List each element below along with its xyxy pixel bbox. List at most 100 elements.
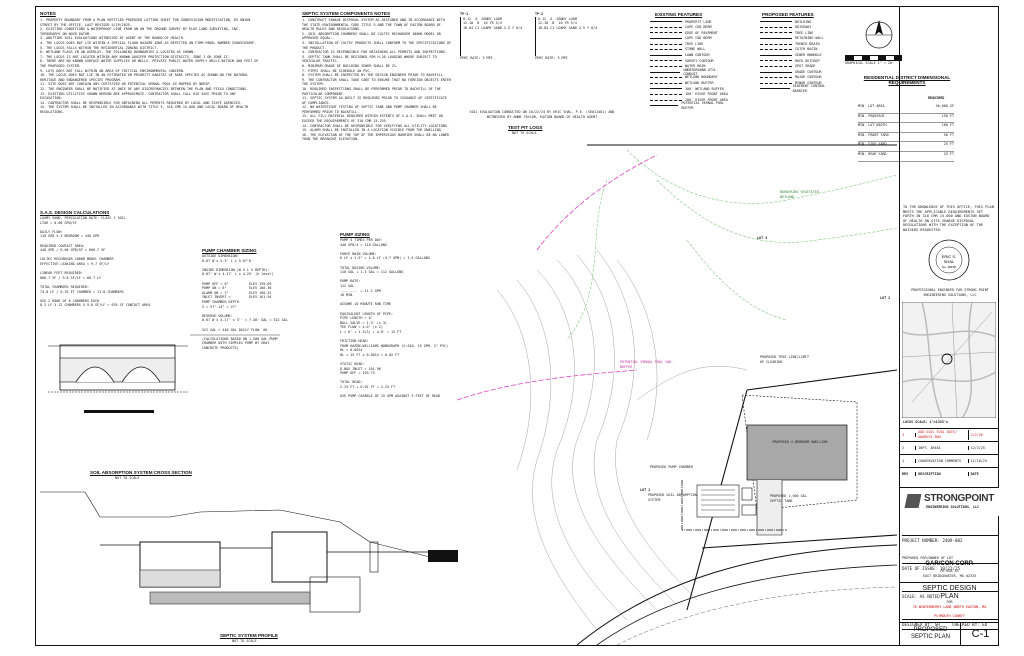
legend-item: MAJOR CONTOUR: [760, 75, 838, 81]
residential-table-header: REQUIRED: [928, 96, 945, 100]
legend-swatch: [650, 26, 682, 28]
septic-notes: 1. CONSTRUCT SEWAGE DISPOSAL SYSTEM AS D…: [302, 18, 452, 142]
revision-cell: 1: [900, 458, 917, 464]
map-label-lot3: LOT 3: [757, 236, 768, 240]
svg-text:No. 48108: No. 48108: [942, 265, 956, 269]
sheet-location-2: PLYMOUTH COUNTY: [934, 614, 965, 618]
test-pit-name: TP-1: [460, 12, 469, 16]
legend-label: WATER MAIN: [685, 64, 706, 69]
revision-cell: 3: [900, 432, 917, 438]
test-pit-row: 18-84 C1 LOAMY SAND 2.5 Y 6/4: [535, 25, 625, 56]
legend-existing-title: EXISTING FEATURES: [655, 12, 703, 17]
legend-swatch: [650, 94, 682, 96]
test-pit-tp2: TP-2 0-12 A SANDY LOAM 12-18 B 10 YR 5/4…: [535, 12, 625, 60]
map-label-dwelling: PROPOSED 4 BEDROOM DWELLING: [772, 440, 828, 444]
graphic-scale-label: GRAPHICAL SCALE 1" = 20': [845, 61, 894, 65]
pe-seal: ERIC S. SHAL No. 48108: [928, 239, 970, 281]
legend-swatch: [650, 60, 682, 62]
legend-swatch: [760, 60, 792, 62]
test-pit-perc: PERC RATE: 3 MPI: [460, 55, 493, 60]
map-label-wetland: BORDERING VEGETATED WETLAND: [780, 190, 821, 199]
test-pit-name: TP-2: [535, 12, 544, 16]
map-label-vernal: POTENTIAL VERNAL POOL 100' BUFFER: [620, 360, 676, 369]
legend-swatch: [760, 38, 792, 40]
legend-item: BUILDING: [760, 19, 838, 25]
legend-label: LAWN CONTOUR: [685, 53, 710, 58]
certification-text: TO THE KNOWLEDGE OF THIS OFFICE, THIS PL…: [903, 205, 997, 232]
map-label-clearing: PROPOSED TREE LINE/LIMIT OF CLEARING: [760, 355, 812, 364]
client-address2: EAST BRIDGEWATER, MA 02333: [922, 574, 977, 578]
project-number: PROJECT NUMBER: 2409-002: [902, 535, 998, 545]
legend-swatch: [760, 66, 792, 68]
legend-item: POTENTIAL VERNAL POOL BUFFER: [650, 101, 732, 110]
map-label-sas: PROPOSED SOIL ABSORPTION SYSTEM: [648, 493, 697, 502]
legend-item: SURVEY CONTOUR: [650, 58, 732, 64]
legend-item: TREE LINE: [760, 30, 838, 36]
designed-by: DESIGNED BY: SH: [902, 622, 940, 627]
legend-item: SEDIMENT CONTROL BARRIER: [760, 84, 838, 93]
residential-value: 25 FT: [943, 151, 954, 156]
date-of-issue: DATE OF ISSUE: 10/22/25: [902, 563, 998, 573]
legend-item: CAPE COD BERM: [650, 25, 732, 31]
svg-text:SHAL: SHAL: [944, 259, 955, 264]
revision-cell: CONSERVATION COMMENTS: [916, 458, 969, 464]
legend-swatch: [650, 38, 682, 40]
project-info: PROJECT NUMBER: 2409-002 DATE OF ISSUE: …: [902, 517, 998, 639]
test-pit-row: 0-12 A SANDY LOAM: [460, 16, 550, 22]
revision-cell: ADD SOIL EVAL DATE/ ADDRESS BOH: [916, 430, 969, 440]
sheet-title-1: SEPTIC DESIGN: [922, 585, 977, 592]
legend-swatch: [760, 21, 792, 23]
graphic-scale-bar: [845, 55, 902, 61]
legend-proposed-title: PROPOSED FEATURES: [762, 12, 814, 17]
test-pit-scale: NOT TO SCALE: [512, 131, 537, 135]
legend-item: GRADE CONTOUR: [760, 69, 838, 75]
test-pit-row: 12-18 B 10 YR 5/4: [535, 21, 625, 26]
residential-value: 25 FT: [943, 142, 954, 147]
legend-label: MAJOR CONTOUR: [795, 75, 822, 80]
legend-label: SURVEY CONTOUR: [685, 58, 714, 63]
cross-section-title: SOIL ABSORPTION SYSTEM CROSS SECTION: [90, 470, 192, 475]
legend-item: 100' RIVER FRONT AREA: [650, 92, 732, 98]
legend-swatch: [760, 82, 792, 84]
legend-swatch: [650, 66, 682, 68]
legend-swatch: [760, 77, 792, 79]
legend-label: EDGE OF PAVEMENT: [685, 30, 718, 35]
revision-cell: 2/2/26: [970, 432, 983, 437]
legend-label: WETLAND BUFFER: [685, 81, 714, 86]
revision-cell: 2: [900, 445, 917, 451]
septic-notes-title: SEPTIC SYSTEM COMPONENTS NOTES: [302, 11, 391, 16]
locus-label: LOCUS SCALE: 1"=1333'±: [903, 420, 948, 424]
legend-swatch: [760, 43, 792, 45]
legend-item: EDGE OF PAVEMENT: [650, 30, 732, 36]
sas-calc-title: S.A.S. DESIGN CALCULATIONS: [40, 210, 110, 215]
test-pit-title: TEST PIT LOGS: [508, 125, 543, 130]
residential-value: 150 FT: [941, 113, 954, 118]
profile-title: SEPTIC SYSTEM PROFILE: [220, 633, 278, 638]
septic-profile-drawing: [40, 491, 458, 613]
sheet-footer: PROPOSED SEPTIC PLAN C-1: [900, 622, 999, 647]
legend-label: ROCK OUTCROP: [795, 58, 820, 63]
sas-calc-text: LOAMY SAND, PERCOLATION RATE: CLASS I SO…: [40, 216, 151, 308]
legend-swatch: [760, 32, 792, 34]
test-pit-perc: PERC RATE: 3 MPI: [535, 55, 568, 60]
legend-label: WETLAND BOUNDARY: [685, 75, 718, 80]
legend-label: DRIVEWAY: [795, 25, 812, 30]
legend-label: 200' RIVER FRONT AREA: [685, 97, 728, 102]
residential-label: MIN. REAR YARD: [858, 151, 887, 156]
drawing-border: [35, 6, 999, 646]
legend-item: 200' RIVER FRONT AREA: [650, 97, 732, 103]
company-sub: ENGINEERING SOLUTIONS, LLC: [926, 505, 980, 509]
client-name: GAR/CON CORP.: [925, 561, 974, 567]
legend-label: TREE LINE: [795, 30, 814, 35]
legend-item: MINOR CONTOUR: [760, 81, 838, 87]
test-pit-row: 12-18 B 10 YR 5/4: [460, 21, 550, 26]
residential-value: 100 FT: [941, 123, 954, 128]
legend-item: SEWER MANHOLE: [760, 53, 838, 59]
legend-swatch: [760, 71, 792, 73]
legend-item: TREE LINE: [650, 41, 732, 47]
